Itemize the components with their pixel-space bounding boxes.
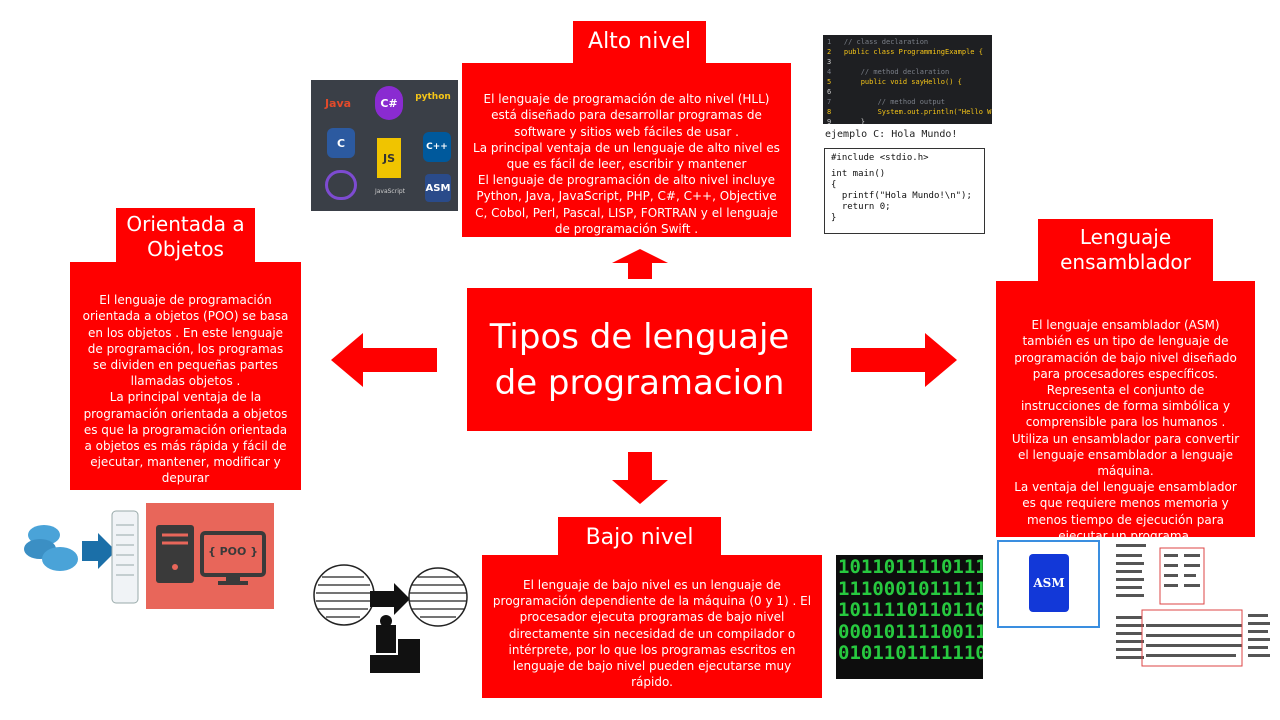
database-transfer-image [20, 505, 144, 605]
alto-nivel-text: El lenguaje de programación de alto nive… [473, 92, 780, 236]
code-line: 1 // class declaration [827, 38, 929, 46]
compile-graphic [313, 564, 468, 673]
asm-logo-icon: ASM [425, 174, 451, 202]
objetos-title: Orientada a Objetos [126, 212, 245, 261]
code-line: { [831, 180, 837, 190]
python-logo-icon: python [415, 92, 451, 102]
code-line: 7 // method output [827, 98, 946, 106]
alto-nivel-title: Alto nivel [588, 29, 691, 54]
javascript-caption: JavaScript [374, 187, 406, 195]
bajo-nivel-body-box: El lenguaje de bajo nivel es un lenguaje… [482, 555, 822, 698]
alto-nivel-title-box: Alto nivel [573, 21, 706, 64]
ensamblador-title-box: Lenguaje ensamblador [1038, 219, 1213, 282]
code-line: 8 System.out.println("Hello World!"); [827, 108, 992, 116]
code-line: 4 // method declaration [827, 68, 950, 76]
binary-row: 0001011110011 [838, 620, 983, 643]
bajo-nivel-text: El lenguaje de bajo nivel es un lenguaje… [492, 578, 812, 690]
binary-row: 0101101111110 [838, 642, 983, 664]
c-example-code: #include <stdio.h> int main() { printf("… [824, 148, 985, 234]
arrow-left-icon [331, 333, 437, 387]
c-example-caption: ejemplo C: Hola Mundo! [825, 129, 958, 140]
poo-label: { POO } [207, 545, 259, 558]
binary-row: 1011011110111 [838, 556, 983, 578]
objetos-text: El lenguaje de programación orientada a … [82, 293, 289, 486]
code-line: } [831, 213, 837, 223]
ensamblador-body-box: El lenguaje ensamblador (ASM) también es… [996, 281, 1255, 543]
asm-chip-image: ASM [997, 540, 1100, 628]
java-logo-icon: Java [324, 96, 352, 110]
code-line: int main() [831, 169, 886, 179]
objetos-body-box: El lenguaje de programación orientada a … [70, 262, 301, 490]
central-topic-title: Tipos de lenguaje de programacion [489, 316, 790, 403]
code-line: printf("Hola Mundo!\n"); [831, 191, 972, 201]
binary-row: 1011110110110 [838, 599, 983, 621]
java-code-snippet: 1 // class declaration 2 public class Pr… [823, 35, 992, 124]
code-line: 6 [827, 88, 832, 96]
csharp-logo-icon: C# [375, 86, 403, 120]
asm-chip-icon: ASM [1029, 554, 1069, 612]
arrow-down-icon [612, 452, 668, 504]
code-line: 3 [827, 58, 832, 66]
assembly-listing-graphic [1116, 544, 1270, 667]
arrow-up-icon [612, 249, 668, 279]
binary-row: 1110001011111 [838, 577, 983, 600]
computer-tower-icon [156, 525, 266, 585]
c-logo-icon: C [327, 128, 355, 158]
language-logos-image: Java C# python C JS C++ JavaScript ASM [311, 80, 458, 211]
database-icon [24, 510, 139, 604]
bajo-nivel-title: Bajo nivel [585, 525, 694, 550]
ensamblador-title: Lenguaje ensamblador [1060, 225, 1191, 274]
objetos-title-box: Orientada a Objetos [116, 208, 255, 266]
binary-code-image: 1011011110111 1110001011111 101111011011… [836, 555, 983, 679]
code-line: #include <stdio.h> [831, 153, 929, 163]
central-topic-box: Tipos de lenguaje de programacion [467, 288, 812, 431]
arrow-right-icon [851, 333, 957, 387]
code-line: 9 } [827, 118, 865, 124]
code-line: 2 public class ProgrammingExample { [827, 48, 983, 56]
js-logo-icon: JS [377, 138, 401, 178]
code-line: return 0; [831, 202, 891, 212]
ensamblador-text: El lenguaje ensamblador (ASM) también es… [1011, 318, 1240, 543]
bajo-nivel-title-box: Bajo nivel [558, 517, 721, 558]
compile-to-binary-image [312, 553, 469, 677]
poo-computer-image: { POO } [146, 503, 274, 609]
infinity-logo-icon [325, 170, 357, 200]
cpp-logo-icon: C++ [423, 132, 451, 162]
assembly-listing-image [1114, 540, 1274, 675]
code-line: 5 public void sayHello() { [827, 78, 962, 86]
alto-nivel-body-box: El lenguaje de programación de alto nive… [462, 63, 791, 237]
